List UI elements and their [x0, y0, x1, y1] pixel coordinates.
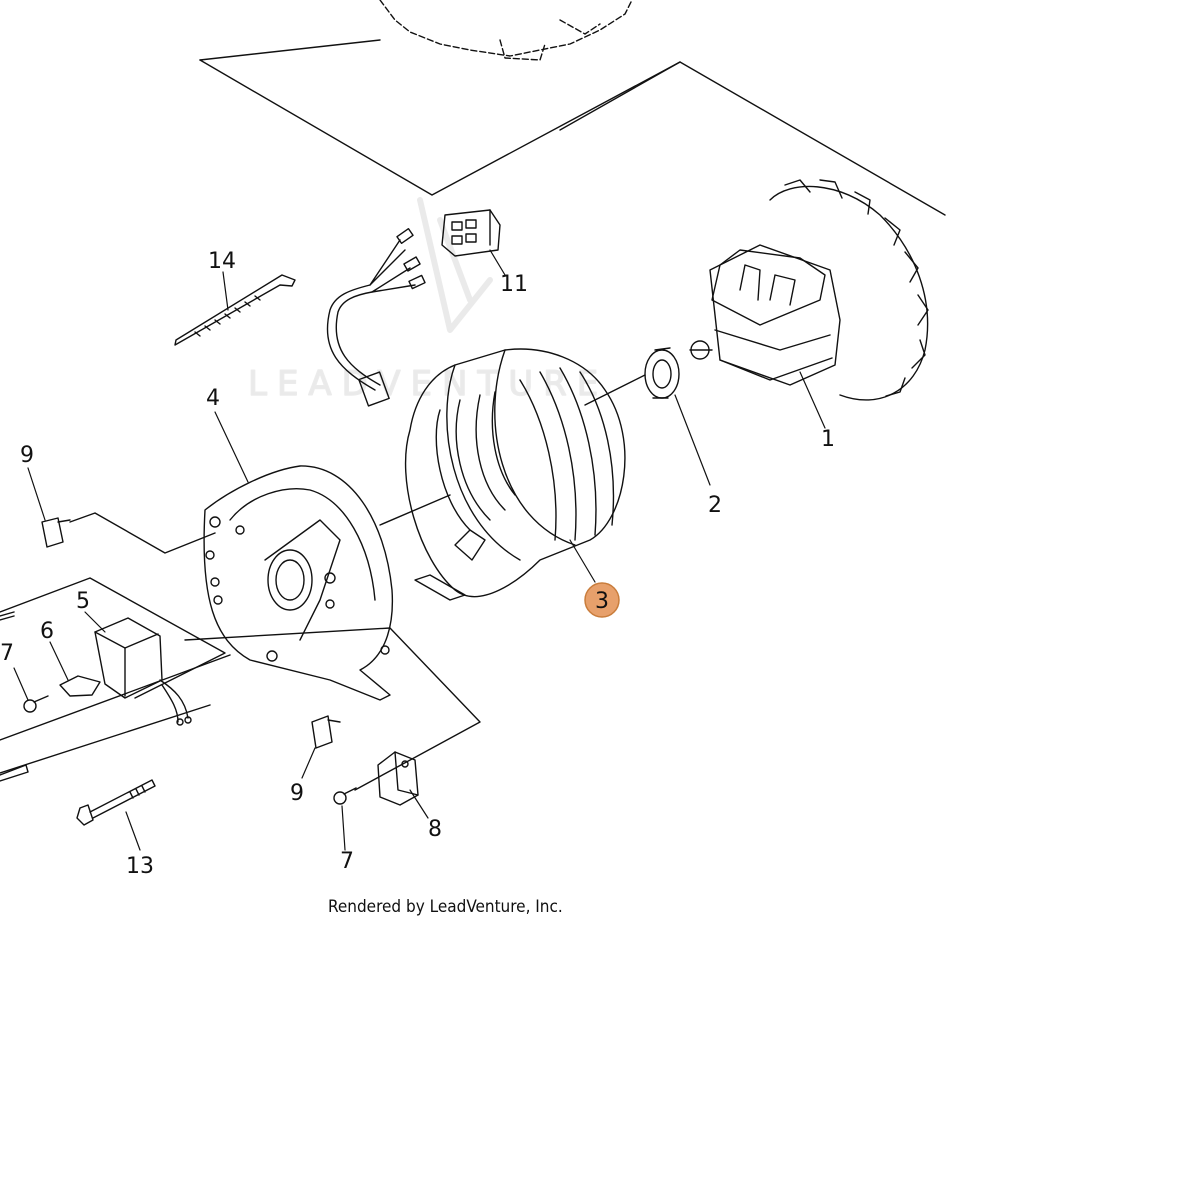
callouts: 1 2 3 4 5 6 7 7 8 9 9 11 13 14 [0, 249, 835, 879]
leader-lines [13, 249, 826, 851]
diode-part [377, 751, 419, 806]
assembly-outline [199, 39, 946, 216]
callout-2[interactable]: 2 [708, 493, 722, 518]
callout-7-bottom[interactable]: 7 [340, 849, 354, 874]
subassembly-lines [0, 374, 646, 791]
wire-harness [326, 228, 426, 407]
callout-3[interactable]: 3 [595, 589, 609, 614]
bolt-part [76, 779, 156, 826]
stud-bolts [0, 611, 29, 782]
rectifier-part [94, 617, 192, 726]
fuse-holder-part [41, 517, 341, 749]
watermark-logo [417, 197, 493, 333]
bearing-part [644, 347, 680, 399]
callout-9-bottom[interactable]: 9 [290, 781, 304, 806]
bracket-part [203, 465, 394, 701]
screw-part [23, 695, 357, 805]
callout-9-left[interactable]: 9 [20, 443, 34, 468]
cable-tie-part [174, 274, 296, 346]
callout-5[interactable]: 5 [76, 589, 90, 614]
callout-highlight-3 [584, 582, 620, 618]
engine-outline [379, 0, 633, 61]
clamp-part [59, 675, 101, 697]
callout-8[interactable]: 8 [428, 817, 442, 842]
callout-1[interactable]: 1 [821, 427, 835, 452]
callout-13[interactable]: 13 [126, 854, 154, 879]
callout-11[interactable]: 11 [500, 272, 528, 297]
stator-part [404, 348, 626, 601]
callout-7-left[interactable]: 7 [0, 641, 14, 666]
watermark-text: LEADVENTURE [248, 364, 608, 404]
coupler-part [441, 209, 501, 257]
callout-6[interactable]: 6 [40, 619, 54, 644]
callout-14[interactable]: 14 [208, 249, 236, 274]
callout-4[interactable]: 4 [206, 386, 220, 411]
credit-text: Rendered by LeadVenture, Inc. [328, 897, 563, 917]
rotor-part [689, 179, 929, 401]
